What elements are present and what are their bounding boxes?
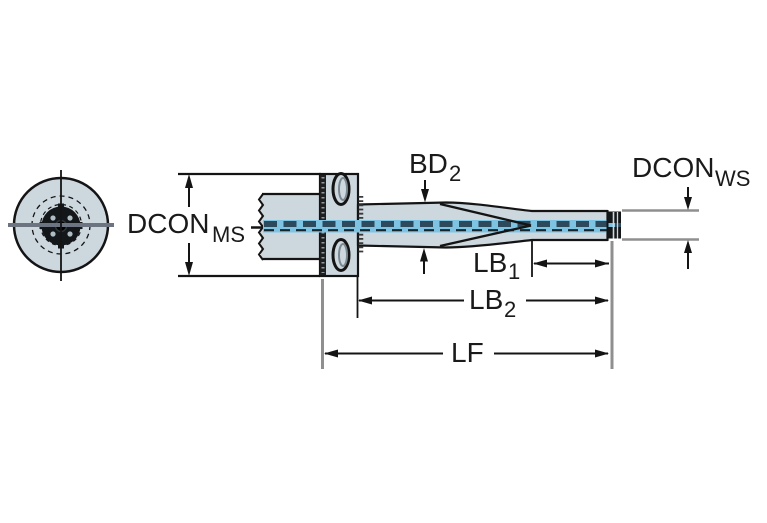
label-dcon-ms: DCON bbox=[127, 208, 209, 239]
lb1-arrow-left bbox=[533, 259, 547, 268]
label-lb1-sub: 1 bbox=[508, 259, 520, 284]
label-lb2-sub: 2 bbox=[504, 297, 516, 322]
flange-slot-top-inner-shade bbox=[338, 177, 348, 201]
label-lb2: LB bbox=[469, 284, 503, 315]
cone-lower-line bbox=[439, 224, 532, 248]
internal-cone bbox=[439, 202, 532, 248]
dimension-dcon-ms: DCON MS bbox=[127, 172, 321, 278]
dcon-ws-arrow-down bbox=[684, 197, 692, 210]
cone-upper-line bbox=[439, 202, 532, 227]
hub-dot bbox=[50, 231, 56, 237]
hub-dot bbox=[67, 231, 73, 237]
label-dcon-ws-sub: WS bbox=[715, 166, 750, 191]
tip-block-upper bbox=[608, 211, 621, 223]
hub-dot bbox=[67, 215, 73, 221]
coolant-channel bbox=[263, 220, 621, 233]
dimension-bd2: BD 2 bbox=[409, 148, 461, 274]
dcon-ms-arrow-down bbox=[185, 262, 193, 276]
tip-end bbox=[606, 210, 621, 241]
dcon-ws-arrow-up bbox=[684, 240, 692, 253]
label-bd2: BD bbox=[409, 148, 448, 179]
dimension-lb2: LB 2 bbox=[356, 277, 609, 322]
label-lb1: LB bbox=[473, 247, 507, 278]
lf-arrow-left bbox=[324, 349, 338, 358]
label-lf: LF bbox=[451, 337, 484, 368]
bd2-arrow-down bbox=[421, 189, 429, 203]
front-view bbox=[8, 170, 114, 281]
dimension-dcon-ws: DCON WS bbox=[622, 152, 750, 269]
dimension-lb1: LB 1 bbox=[473, 241, 609, 284]
tip-block-lower bbox=[608, 227, 621, 239]
flange-slot-bottom-inner-shade bbox=[338, 243, 348, 267]
bd2-arrow-up bbox=[420, 248, 428, 262]
label-dcon-ws: DCON bbox=[632, 152, 714, 183]
lf-arrow-right bbox=[595, 349, 609, 358]
lb2-arrow-right bbox=[595, 296, 609, 305]
hub-dot bbox=[50, 215, 56, 221]
side-view bbox=[251, 172, 621, 278]
dimension-lf: LF bbox=[321, 279, 609, 369]
dcon-ms-arrow-up bbox=[185, 174, 193, 188]
label-dcon-ms-sub: MS bbox=[212, 222, 245, 247]
lb2-arrow-left bbox=[358, 296, 372, 305]
label-bd2-sub: 2 bbox=[449, 161, 461, 186]
lb1-arrow-right bbox=[595, 259, 609, 268]
